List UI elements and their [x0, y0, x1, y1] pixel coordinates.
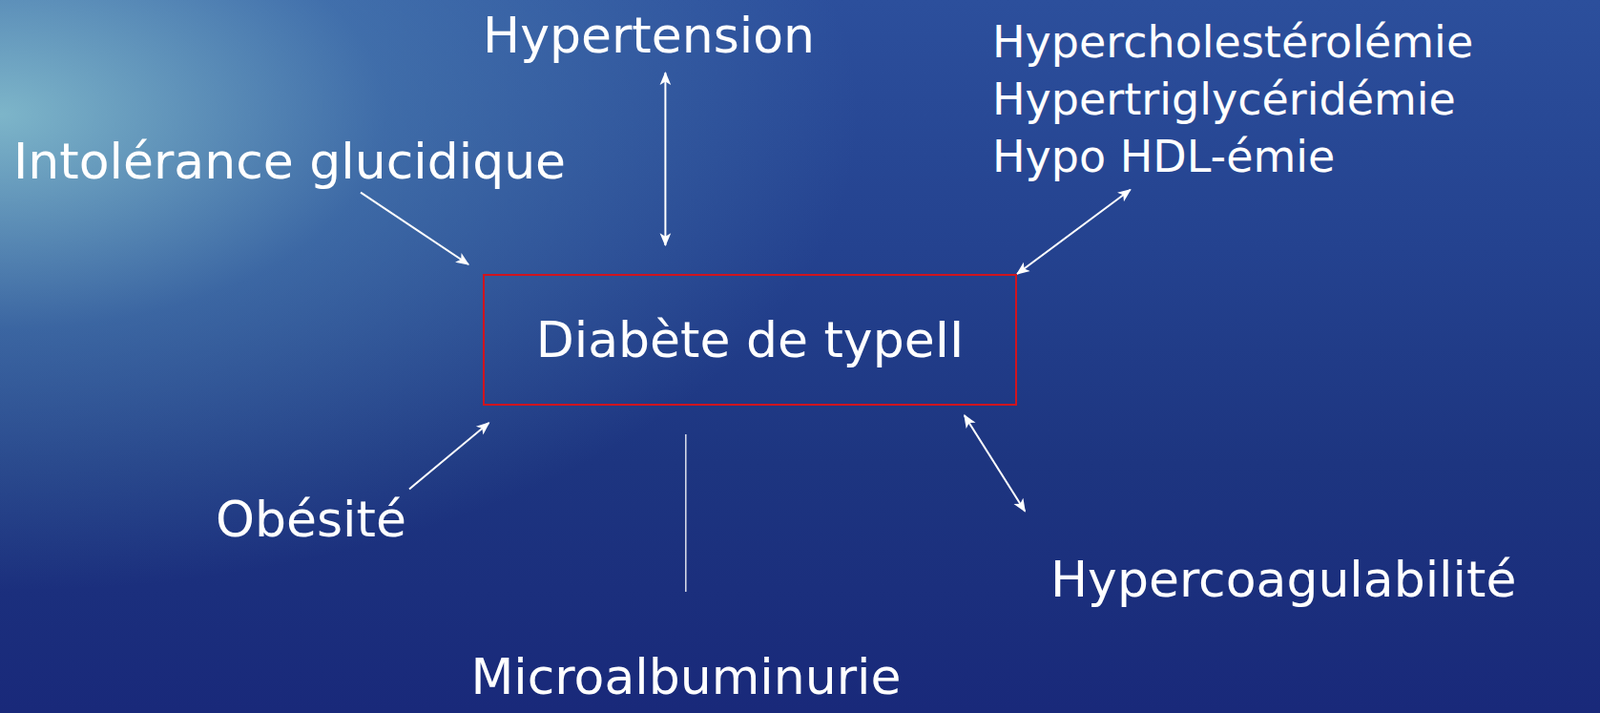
- risk-factor: Intolérance glucidique: [13, 133, 566, 189]
- risk-factor: Obésité: [215, 491, 407, 547]
- risk-factor: Hypertension: [482, 7, 815, 63]
- risk-factor: Hypercoagulabilité: [1050, 551, 1517, 607]
- node-label: Diabète de typeII: [536, 311, 965, 368]
- node-label-line: Hypertriglycéridémie: [992, 70, 1474, 128]
- node-label: Hypercholestérolémie: [992, 13, 1474, 71]
- central-box: Diabète de typeII: [482, 273, 1018, 406]
- node-label: Intolérance glucidique: [13, 133, 566, 189]
- node-label: Obésité: [215, 491, 407, 547]
- node-label: Hypertension: [482, 7, 815, 63]
- risk-factor: Microalbuminurie: [470, 648, 901, 705]
- node-label: Microalbuminurie: [470, 648, 901, 705]
- connector-arrow: [409, 422, 490, 490]
- connector-line: [685, 434, 687, 592]
- lipid-factors: HypercholestérolémieHypertriglycéridémie…: [992, 13, 1474, 186]
- node-label-line: Hypo HDL-émie: [992, 127, 1474, 186]
- box-content: Diabète de typeII: [536, 311, 965, 368]
- connector-arrow: [664, 72, 666, 246]
- connector-arrow: [1017, 189, 1131, 274]
- node-label: Hypercoagulabilité: [1050, 551, 1517, 607]
- connector-arrow: [964, 415, 1026, 512]
- connector-arrow: [360, 192, 469, 265]
